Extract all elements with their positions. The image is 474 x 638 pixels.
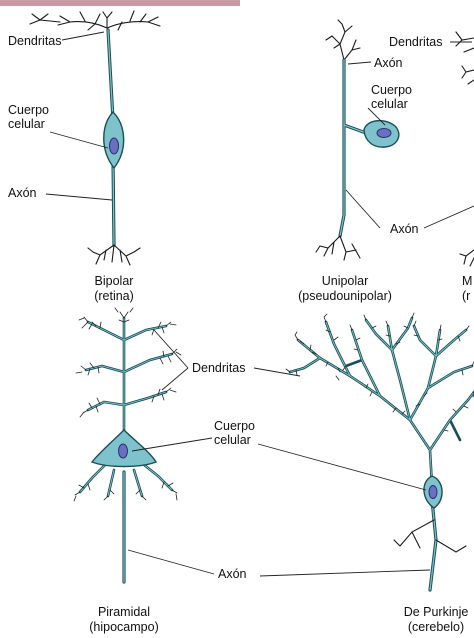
unipolar-dendrites-label: Dendritas: [389, 35, 443, 49]
unipolar-body-label-line2: celular: [371, 97, 408, 111]
bipolar-nucleus: [110, 138, 119, 154]
multipolar-caption-line1: M: [462, 274, 472, 288]
pyramidal-nucleus: [119, 444, 128, 458]
purkinje-caption-line1: De Purkinje: [404, 605, 469, 619]
unipolar-body-label-line1: Cuerpo: [371, 83, 412, 97]
pyramidal-caption-line2: (hipocampo): [89, 620, 158, 634]
unipolar-nucleus: [377, 129, 391, 138]
pyramidal-dendrites-label: Dendritas: [192, 361, 246, 375]
unipolar-caption-line1: Unipolar: [322, 274, 369, 288]
bipolar-caption-line1: Bipolar: [95, 274, 134, 288]
bipolar-dendrites-label: Dendritas: [8, 34, 62, 48]
pyramidal-body-label-line1: Cuerpo: [214, 419, 255, 433]
purkinje-caption-line2: (cerebelo): [408, 620, 464, 634]
multipolar-caption-line2: (r: [462, 289, 470, 303]
purkinje-nucleus: [429, 486, 437, 499]
unipolar-caption-line2: (pseudounipolar): [298, 289, 392, 303]
bipolar-body-label-line2: celular: [8, 117, 45, 131]
pyramidal-body-label-line2: celular: [214, 433, 251, 447]
unipolar-axon-top-label: Axón: [374, 56, 403, 70]
pyramidal-caption-line1: Piramidal: [98, 605, 150, 619]
pyramidal-axon-label: Axón: [218, 567, 247, 581]
bipolar-body-label-line1: Cuerpo: [8, 103, 49, 117]
top-photo-strip: [0, 0, 240, 6]
unipolar-axon-label: Axón: [390, 222, 419, 236]
bipolar-axon-label: Axón: [8, 186, 37, 200]
bipolar-caption-line2: (retina): [94, 289, 134, 303]
